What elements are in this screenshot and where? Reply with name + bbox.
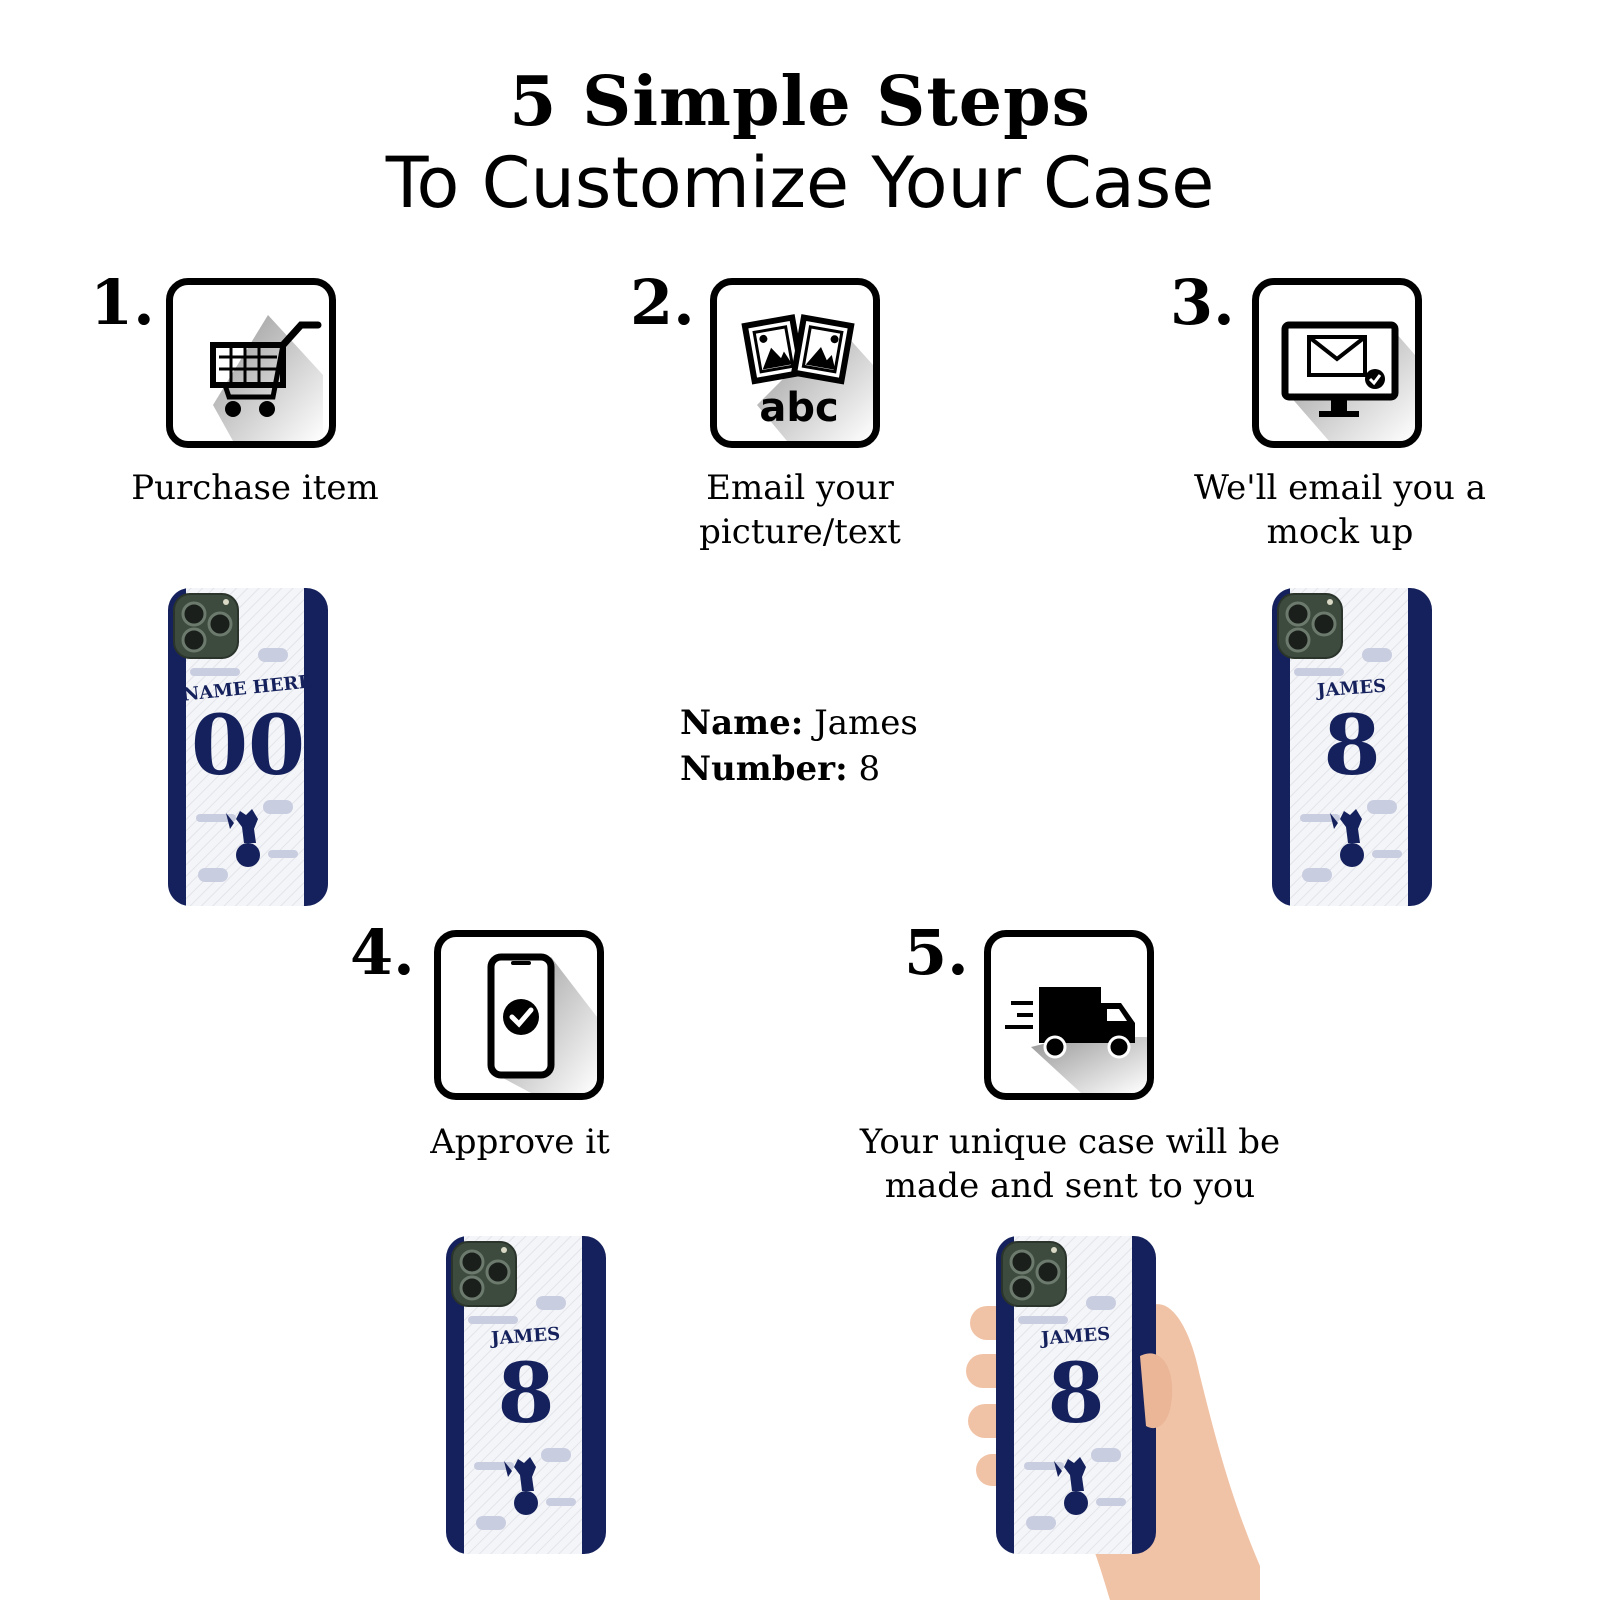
step-3-caption-line-2: mock up: [1266, 512, 1414, 552]
step-1-number: 1.: [90, 266, 155, 339]
step-3-caption: We'll email you a mock up: [1150, 466, 1530, 554]
phone-case-template: NAME HERE 00: [168, 588, 328, 906]
step-3-caption-line-1: We'll email you a: [1193, 468, 1487, 508]
template-number-text: 00: [191, 698, 305, 794]
name-row: Name: James: [680, 700, 918, 746]
step-5-icon-box: [984, 930, 1154, 1100]
page-title: 5 Simple Steps: [509, 62, 1091, 142]
phone-case-mockup: JAMES 8: [1272, 588, 1432, 906]
mockup-number-text: 8: [1323, 698, 1380, 794]
step-3-icon-box: [1252, 278, 1422, 448]
email-monitor-icon: [1281, 321, 1415, 441]
step-1-icon-box: [166, 278, 336, 448]
step-2-icon-box: abc: [710, 278, 880, 448]
step-2-caption-line-1: Email your: [706, 468, 894, 508]
delivery-truck-icon: [1005, 987, 1147, 1093]
phone-case-approved: JAMES 8: [446, 1236, 606, 1554]
step-4-number: 4.: [350, 916, 415, 989]
number-value: 8: [847, 749, 881, 789]
step-3-number: 3.: [1170, 266, 1235, 339]
approved-number-text: 8: [497, 1346, 554, 1442]
number-label: Number:: [680, 749, 848, 789]
step-1-caption: Purchase item: [131, 468, 379, 508]
step-4-icon-box: [434, 930, 604, 1100]
phone-check-icon: [487, 953, 597, 1093]
step-5-number: 5.: [904, 916, 969, 989]
delivered-number-text: 8: [1047, 1346, 1104, 1442]
page-subtitle: To Customize Your Case: [385, 142, 1215, 224]
number-row: Number: 8: [680, 746, 918, 792]
step-4-caption: Approve it: [430, 1122, 610, 1162]
step-5-caption: Your unique case will be made and sent t…: [850, 1120, 1290, 1208]
approved-name-text: JAMES: [488, 1324, 560, 1350]
shopping-cart-icon: [210, 315, 323, 441]
delivered-name-text: JAMES: [1038, 1324, 1110, 1350]
name-value: James: [803, 703, 918, 743]
step-5-caption-line-1: Your unique case will be: [859, 1122, 1281, 1162]
hand-holding-phone: JAMES 8: [960, 1236, 1260, 1600]
step-5-caption-line-2: made and sent to you: [884, 1166, 1256, 1206]
customization-info: Name: James Number: 8: [680, 700, 918, 792]
step-2-caption-line-2: picture/text: [699, 512, 901, 552]
mockup-name-text: JAMES: [1314, 676, 1386, 702]
icon-abc-text: abc: [759, 385, 838, 431]
step-2-caption: Email your picture/text: [640, 466, 960, 554]
step-2-number: 2.: [630, 266, 695, 339]
photo-text-icon: abc: [741, 314, 873, 441]
name-label: Name:: [680, 703, 804, 743]
